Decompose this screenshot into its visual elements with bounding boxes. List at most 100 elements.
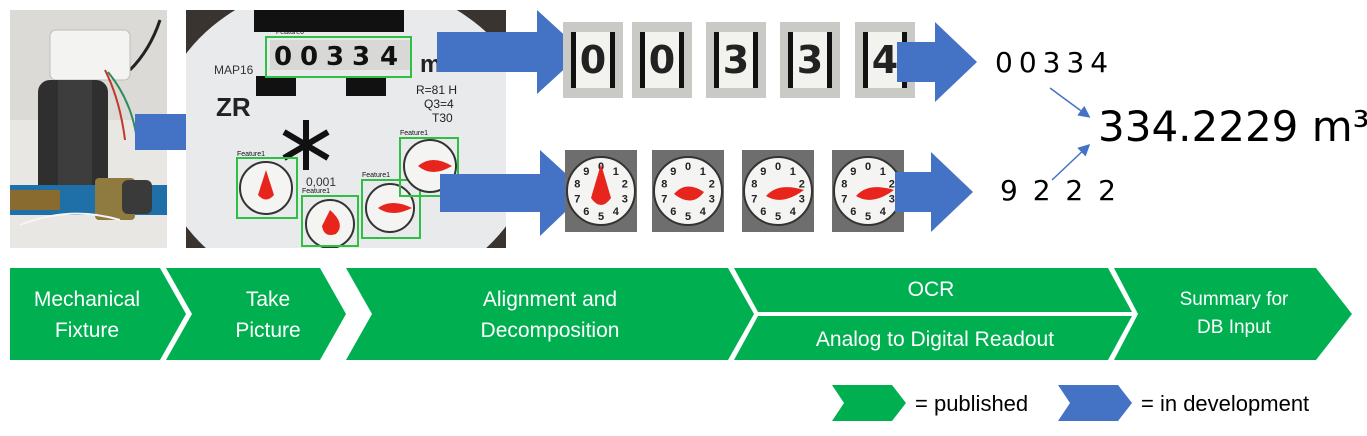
step-ocr-shape (734, 268, 1132, 312)
step-alignment-label: Alignment and Decomposition (480, 288, 620, 342)
dial-number: 9 (760, 166, 766, 178)
arrow-photo-to-digits (437, 10, 587, 94)
fixture-photo-drawing (10, 10, 167, 248)
dial-number: 5 (598, 211, 604, 223)
dial-number: 4 (790, 206, 797, 218)
counter-digit-4: 4 (380, 42, 398, 72)
dial-scale-text: 0,001 (306, 175, 336, 189)
readout-connector-arrows (1040, 80, 1100, 190)
dial-number: 9 (583, 166, 589, 178)
counter-digit-2: 3 (326, 42, 344, 72)
dial-number: 7 (574, 194, 580, 206)
feature-label-0: Feature0 (276, 29, 304, 36)
step-mechanical-fixture-label: Mechanical Fixture (33, 288, 141, 342)
dial-number: 7 (661, 194, 667, 206)
model-text: MAP16 (214, 63, 254, 77)
dial-number: 7 (751, 194, 757, 206)
pipeline-shapes (10, 268, 1352, 360)
digital-readout: 00334 (995, 46, 1115, 79)
arrow-photo-to-dials (440, 150, 590, 236)
feature-label-2: Feature1 (302, 188, 330, 195)
arrow-dials-to-readout (895, 152, 975, 232)
feature-label-1: Feature1 (237, 151, 265, 158)
spec-text-0: R=81 H (416, 83, 457, 97)
fixture-photo (10, 10, 167, 248)
dial-number: 3 (622, 194, 628, 206)
dial-number: 4 (880, 206, 887, 218)
digit-crop-2-value: 0 (640, 32, 684, 88)
digit-crop-5: 4 (855, 22, 915, 98)
dial-number: 0 (865, 161, 871, 173)
dial-number: 2 (799, 178, 805, 190)
feature-label-3: Feature1 (362, 172, 390, 179)
dial-number: 8 (574, 178, 580, 190)
dial-number: 0 (685, 161, 691, 173)
step-alignment-shape (346, 268, 754, 360)
dial-number: 6 (760, 206, 766, 218)
final-result: 334.2229 m³ (1098, 102, 1367, 151)
legend-in-development-label: = in development (1141, 391, 1310, 416)
dial-number: 8 (751, 178, 757, 190)
dial-number: 2 (622, 178, 628, 190)
step-ocr-label: OCR (907, 278, 955, 301)
dial-number: 4 (613, 206, 620, 218)
legend-in-development-swatch (1058, 385, 1134, 421)
step-summary-label: Summary for DB Input (1179, 289, 1289, 338)
dial-number: 5 (775, 211, 781, 223)
star-wheel (282, 120, 330, 170)
dial-number: 7 (841, 194, 847, 206)
dial-number: 4 (700, 206, 707, 218)
digit-crop-1: 0 (563, 22, 623, 98)
dial-number: 3 (799, 194, 805, 206)
digit-crop-4: 3 (780, 22, 840, 98)
digit-crop-3-value: 3 (714, 32, 758, 88)
unit-text: m (420, 51, 441, 78)
spec-text-1: Q3=4 (424, 97, 454, 111)
step-mechanical-fixture-shape (10, 268, 186, 360)
feature-label-4: Feature1 (400, 130, 428, 137)
dial-number: 9 (850, 166, 856, 178)
dial-number: 3 (889, 194, 895, 206)
dial-number: 1 (613, 166, 619, 178)
legend-published-swatch (832, 385, 908, 421)
digit-crop-2: 0 (632, 22, 692, 98)
brand-text: ZR (216, 92, 251, 122)
counter-digit-3: 3 (352, 42, 370, 72)
dial-number: 1 (880, 166, 886, 178)
dial-number: 0 (775, 161, 781, 173)
step-summary-shape (1114, 268, 1352, 360)
dial-number: 5 (685, 211, 691, 223)
meter-dial-b: Feature1 (301, 188, 359, 248)
digit-crop-3: 3 (706, 22, 766, 98)
meter-dial-a: Feature1 (236, 151, 298, 219)
step-take-picture-label: Take Picture (235, 288, 301, 342)
legend-published-label: = published (915, 391, 1029, 416)
dial-number: 1 (700, 166, 706, 178)
dial-number: 8 (661, 178, 667, 190)
step-analog-shape (734, 316, 1132, 360)
dial-number: 6 (850, 206, 856, 218)
step-analog-label: Analog to Digital Readout (815, 328, 1055, 351)
dial-number: 3 (709, 194, 715, 206)
dial-number: 6 (583, 206, 589, 218)
dial-number: 8 (841, 178, 847, 190)
spec-text-2: T30 (432, 111, 453, 125)
dial-number: 2 (889, 178, 895, 190)
digit-crop-4-value: 3 (788, 32, 832, 88)
dial-number: 1 (790, 166, 796, 178)
counter-digit-1: 0 (300, 42, 318, 72)
dial-number: 5 (865, 211, 871, 223)
dial-number: 6 (670, 206, 676, 218)
dial-number: 9 (670, 166, 676, 178)
digit-crop-1-value: 0 (571, 32, 615, 88)
pipeline (10, 268, 1360, 364)
arrow-digits-to-readout (897, 22, 979, 102)
